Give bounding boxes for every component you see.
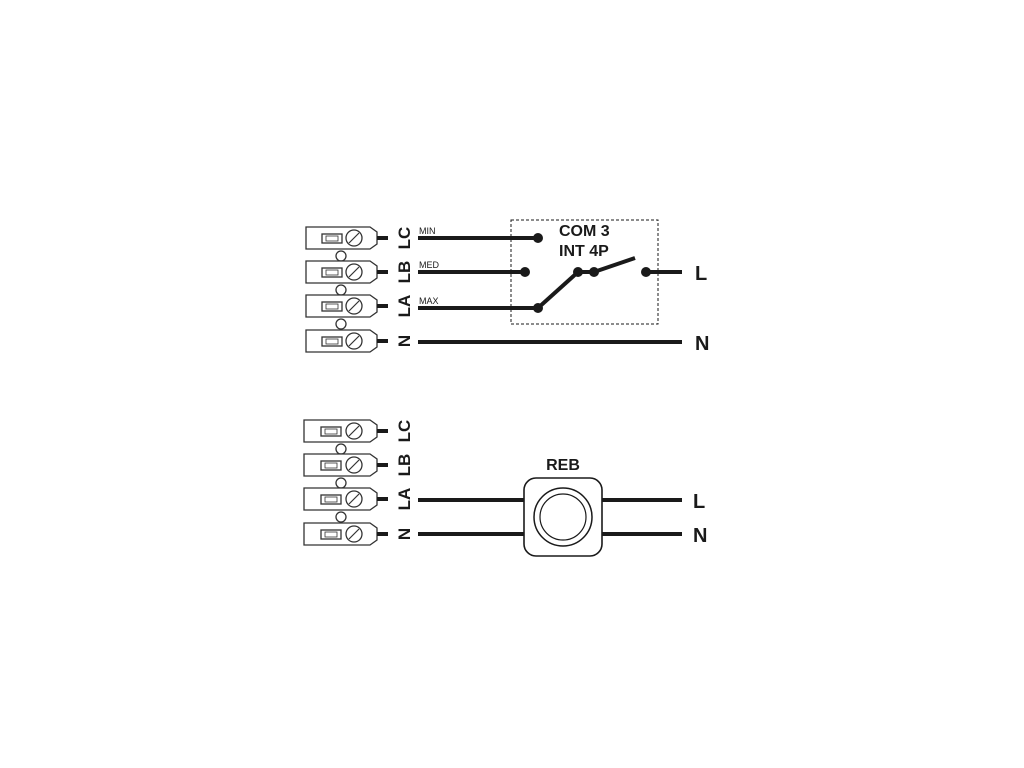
terminal-link (335, 250, 347, 262)
terminal-block-bottom: LC LB LA N (303, 419, 414, 546)
contact-med (520, 267, 530, 277)
terminal-label-n: N (395, 528, 414, 540)
switch-blade-1 (536, 270, 580, 310)
terminal-lc (305, 226, 378, 250)
wire-label-min: MIN (419, 226, 436, 236)
terminal-label-lc: LC (395, 420, 414, 443)
output-label-n: N (693, 525, 707, 547)
terminal-link (335, 318, 347, 330)
terminal-link (335, 511, 347, 523)
device-label: REB (546, 457, 580, 474)
contact-min (533, 233, 543, 243)
wire-label-max: MAX (419, 296, 439, 306)
terminal-la (303, 487, 378, 511)
terminal-lc (303, 419, 378, 443)
terminal-link (335, 284, 347, 296)
output-label-l: L (693, 491, 705, 513)
terminal-lb (303, 453, 378, 477)
terminal-label-la: LA (395, 488, 414, 511)
terminal-label-lc: LC (395, 227, 414, 250)
terminal-la (305, 294, 378, 318)
terminal-label-la: LA (395, 295, 414, 318)
switch-title-1: COM 3 (559, 223, 610, 240)
switch-box (510, 219, 659, 325)
terminal-link (335, 477, 347, 489)
terminal-label-lb: LB (395, 454, 414, 477)
diagram-reb: LC LB LA N REB L N (303, 419, 707, 557)
output-label-n: N (695, 333, 709, 355)
switch-blade-2 (593, 256, 636, 274)
terminal-block-top: LC LB LA N (305, 226, 414, 353)
diagram-com3-int4p: LC LB LA N MIN MED MAX COM 3 INT 4P L N (305, 219, 709, 355)
output-label-l: L (695, 263, 707, 285)
terminal-lb (305, 260, 378, 284)
terminal-label-lb: LB (395, 261, 414, 284)
wire-label-med: MED (419, 260, 440, 270)
switch-title-2: INT 4P (559, 243, 609, 260)
terminal-link (335, 443, 347, 455)
terminal-label-n: N (395, 335, 414, 347)
terminal-n (305, 329, 378, 353)
terminal-n (303, 522, 378, 546)
reb-regulator-icon (523, 477, 603, 557)
